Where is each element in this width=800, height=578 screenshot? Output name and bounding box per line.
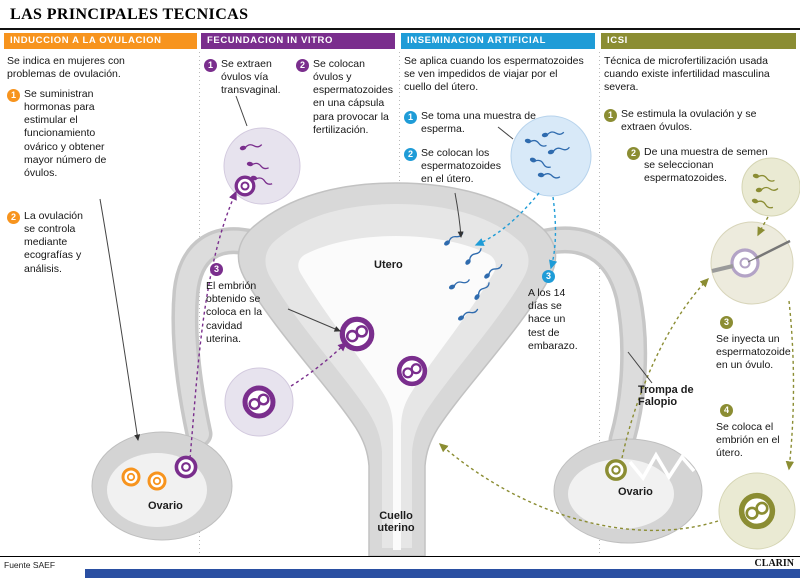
step-text: De una muestra de semen se seleccionan e…: [644, 146, 768, 185]
flow-arrows: [189, 190, 795, 532]
injection-needle-icon: [755, 239, 791, 260]
publisher-credit: CLARIN: [754, 558, 794, 569]
icsi-step-1: 1 Se estimula la ovulación y se extraen …: [604, 108, 776, 134]
embryo-icon: [245, 388, 273, 416]
fiv-step-3: 3 El embrión obtenido se coloca en la ca…: [206, 263, 276, 346]
step-text: Se toma una muestra de esperma.: [421, 110, 536, 136]
induccion-step-1: 1 Se suministran hormonas para estimular…: [7, 88, 109, 180]
label-cuello-uterino: Cuello uterino: [377, 510, 415, 534]
step-number-badge: 1: [204, 59, 217, 72]
right-ovary: [553, 438, 703, 544]
induccion-intro: Se indica en mujeres con problemas de ov…: [7, 55, 125, 81]
icsi-step-3: 3 Se inyecta un espermatozoide en un óvu…: [716, 316, 794, 373]
step-text: El embrión obtenido se coloca en la cavi…: [206, 280, 263, 345]
semen-sample-inset: [510, 115, 592, 197]
step-text: Se coloca el embrión en el útero.: [716, 421, 780, 460]
step-text: Se colocan óvulos y espermatozoides en u…: [313, 58, 393, 136]
column-header-icsi: ICSI: [601, 33, 796, 49]
step-text: A los 14 días se hace un test de embaraz…: [528, 287, 578, 352]
icsi-step-2: 2 De una muestra de semen se seleccionan…: [627, 146, 772, 185]
ovary-zigzag-mark: [628, 451, 696, 482]
footer-rule: [0, 556, 800, 557]
source-credit: Fuente SAEF: [4, 560, 56, 570]
ovum-icon: [605, 459, 627, 481]
step-number-badge: 4: [720, 404, 733, 418]
icsi-intro: Técnica de microfertilización usada cuan…: [604, 55, 770, 94]
ovum-icon: [147, 471, 167, 491]
fallopian-tubes: [171, 226, 648, 454]
label-ovario-right: Ovario: [618, 486, 653, 498]
embryo-icon: [742, 496, 773, 527]
holding-pipette-icon: [711, 264, 734, 273]
step-text: Se colocan los espermatozoides en el úte…: [421, 147, 501, 186]
icsi-embryo-inset: [718, 472, 796, 550]
step-number-badge: 2: [296, 59, 309, 72]
label-ovario-left: Ovario: [148, 500, 183, 512]
label-utero: Utero: [374, 259, 403, 271]
step-number-badge: 1: [404, 111, 417, 124]
icsi-injection-inset: [710, 221, 794, 305]
ivf-extraction-inset: [223, 127, 301, 205]
step-number-badge: 1: [604, 109, 617, 122]
induccion-step-2: 2 La ovulación se controla mediante ecog…: [7, 210, 91, 276]
fiv-step-1: 1 Se extraen óvulos vía transvaginal.: [204, 58, 293, 97]
ovum-icon: [174, 455, 198, 479]
step-number-badge: 2: [627, 147, 640, 160]
column-header-fiv: FECUNDACION IN VITRO: [201, 33, 395, 49]
step-number-badge: 3: [210, 263, 223, 277]
leader-lines: [99, 95, 653, 441]
title-rule: [0, 28, 800, 30]
step-text: La ovulación se controla mediante ecogra…: [24, 210, 83, 275]
bottom-bar: [85, 569, 800, 578]
inseminacion-step-1: 1 Se toma una muestra de esperma.: [404, 110, 544, 136]
label-trompa-falopio: Trompa de Falopio: [638, 384, 694, 408]
inseminacion-intro: Se aplica cuando los espermatozoides se …: [404, 55, 584, 94]
icsi-semen-inset: [741, 157, 800, 217]
fiv-step-2: 2 Se colocan óvulos y espermatozoides en…: [296, 58, 395, 137]
ivf-capsule-inset: [224, 367, 294, 437]
inseminacion-step-3: 3 A los 14 días se hace un test de embar…: [528, 270, 584, 353]
ovum-icon: [121, 467, 141, 487]
column-header-induccion: INDUCCION A LA OVULACION: [4, 33, 197, 49]
step-number-badge: 2: [7, 211, 20, 224]
step-number-badge: 3: [542, 270, 555, 284]
step-text: Se extraen óvulos vía transvaginal.: [221, 58, 281, 97]
page-title: LAS PRINCIPALES TECNICAS: [10, 6, 249, 23]
ovum-icon: [234, 175, 256, 197]
step-text: Se suministran hormonas para estimular e…: [24, 88, 107, 179]
step-number-badge: 1: [7, 89, 20, 102]
inseminacion-step-2: 2 Se colocan los espermatozoides en el ú…: [404, 147, 510, 186]
embryo-icon: [399, 358, 425, 384]
embryo-icon: [342, 319, 371, 348]
step-text: Se inyecta un espermatozoide en un óvulo…: [716, 333, 791, 372]
column-header-inseminacion: INSEMINACION ARTIFICIAL: [401, 33, 595, 49]
step-number-badge: 3: [720, 316, 733, 330]
uterine-cavity: [298, 236, 496, 550]
step-number-badge: 2: [404, 148, 417, 161]
icsi-step-4: 4 Se coloca el embrión en el útero.: [716, 404, 788, 461]
step-text: Se estimula la ovulación y se extraen óv…: [621, 108, 757, 134]
